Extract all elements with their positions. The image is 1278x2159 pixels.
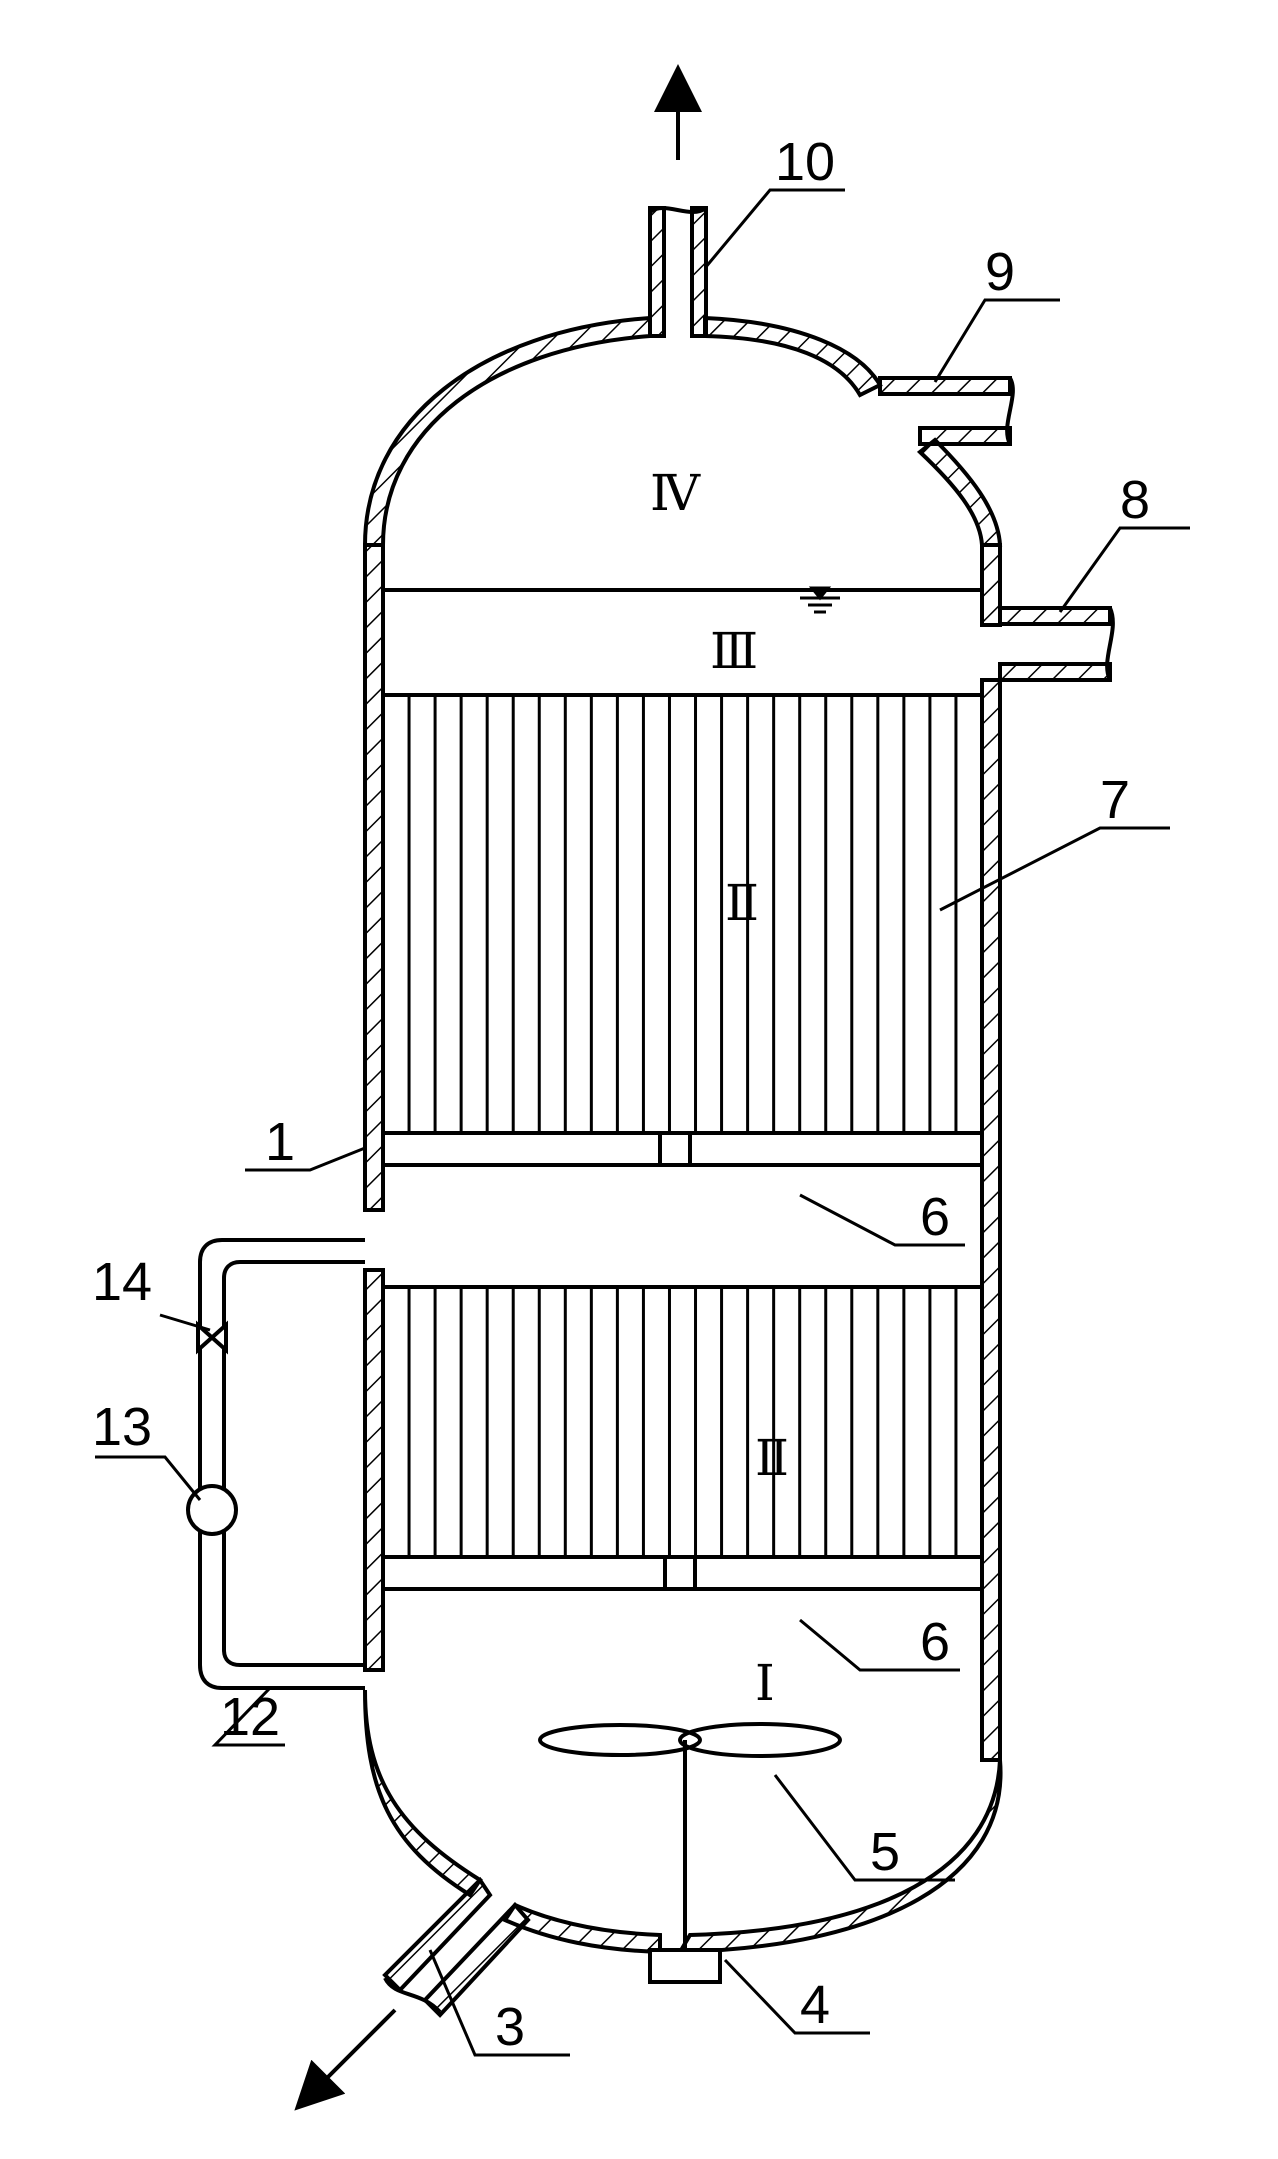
upper-tubes: [407, 695, 958, 1133]
bottom-dome: [363, 1689, 483, 1898]
motor: [648, 1948, 722, 1984]
upper-plate: [381, 1131, 984, 1167]
top-dome-right: [703, 315, 883, 398]
label-13: 13: [92, 1397, 152, 1457]
outlet-arrow-bottom: [294, 2008, 397, 2111]
upper-tube-bundle: [381, 693, 984, 1135]
label-9: 9: [985, 242, 1015, 302]
zone-iv: Ⅳ: [650, 465, 701, 521]
lower-tube-bundle: [381, 1285, 984, 1559]
top-pipe: [648, 206, 708, 338]
label-8: 8: [1120, 470, 1150, 530]
shell-wall-left: [363, 543, 385, 1672]
label-5: 5: [870, 1822, 900, 1882]
top-dome-right-lower: [916, 437, 1003, 547]
bottom-outlet: [382, 1876, 531, 2018]
label-6-lower: 6: [920, 1612, 950, 1672]
label-3: 3: [495, 1997, 525, 2057]
zone-ii-lower: Ⅱ: [755, 1430, 789, 1486]
level-mark: [800, 586, 840, 614]
label-10: 10: [775, 132, 835, 192]
label-6-upper: 6: [920, 1187, 950, 1247]
impeller: [538, 1722, 842, 1950]
label-12: 12: [220, 1687, 280, 1747]
bottom-dome-mid: [502, 1902, 662, 1955]
valve: [196, 1320, 228, 1355]
zone-ii-upper: Ⅱ: [725, 875, 759, 931]
bottom-dome-right: [676, 1759, 1003, 1955]
lower-tubes: [407, 1287, 958, 1557]
side-pipe-9: [878, 376, 1015, 446]
label-1: 1: [265, 1112, 295, 1172]
label-7: 7: [1100, 770, 1130, 830]
zone-iii: Ⅲ: [710, 623, 758, 679]
leader-lines: [95, 188, 1190, 2057]
label-14: 14: [92, 1252, 152, 1312]
label-4: 4: [800, 1975, 830, 2035]
zone-i: Ⅰ: [755, 1655, 775, 1711]
lower-plate: [381, 1555, 984, 1591]
side-pipe-8: [998, 606, 1115, 682]
shell-wall-right: [980, 543, 1002, 1762]
bypass-pipe: [198, 1238, 365, 1690]
top-dome: [362, 315, 652, 547]
